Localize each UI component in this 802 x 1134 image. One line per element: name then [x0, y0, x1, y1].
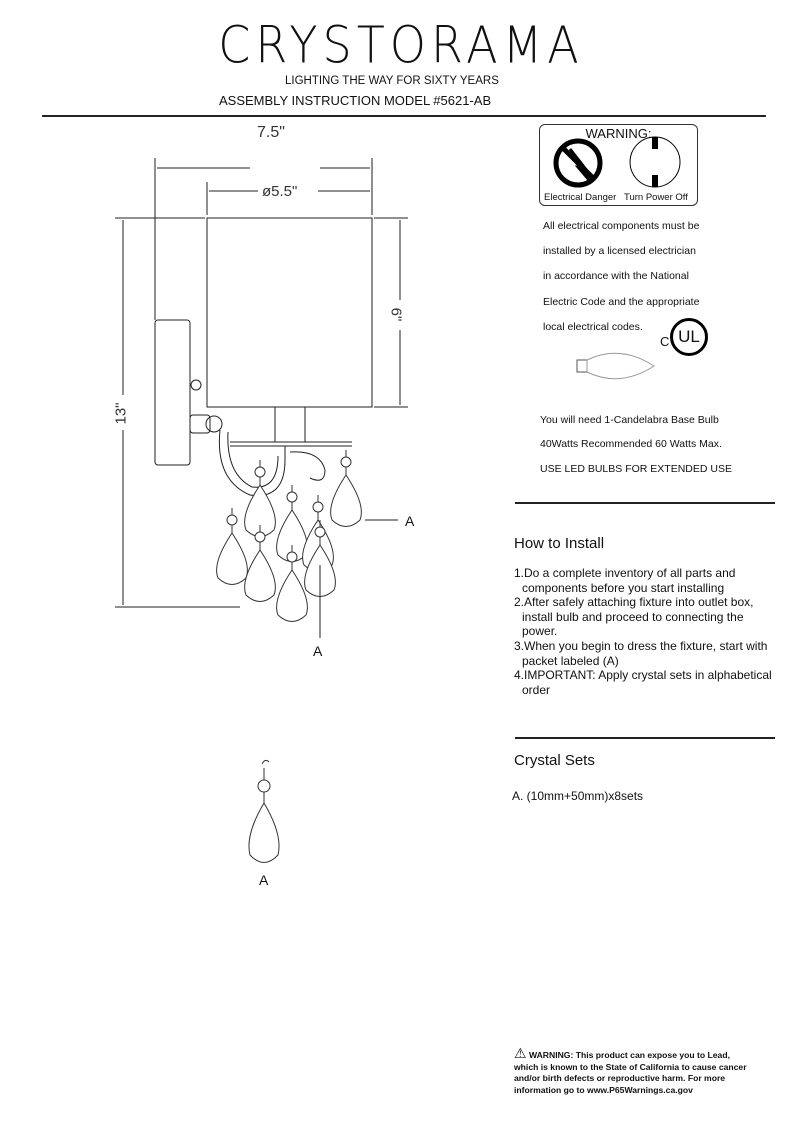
step-line: 2.After safely attaching fixture into ou… — [514, 595, 754, 610]
tagline: LIGHTING THE WAY FOR SIXTY YEARS — [285, 75, 499, 87]
electrical-danger-icon — [553, 136, 681, 188]
prop65-warning: ⚠ WARNING: This product can expose you t… — [514, 1045, 754, 1096]
step-line: install bulb and proceed to connecting t… — [522, 609, 744, 624]
dimension-shade-height: 6" — [387, 307, 405, 322]
how-to-install-heading: How to Install — [514, 535, 605, 552]
crystal-bead — [226, 514, 238, 526]
crystal-label-detail: A — [259, 872, 269, 888]
bulb-note-line: USE LED BULBS FOR EXTENDED USE — [540, 463, 732, 475]
electrical-note-line: Electric Code and the appropriate — [543, 296, 700, 308]
crystal-bead — [286, 491, 298, 503]
dimension-shade-diameter: ø5.5" — [262, 183, 298, 200]
warning-title: WARNING: — [585, 126, 652, 141]
crystal-sets-heading: Crystal Sets — [514, 752, 595, 769]
crystal-bead — [312, 501, 324, 513]
electrical-danger-label: Electrical Danger — [544, 192, 617, 203]
section-divider — [515, 737, 775, 739]
crystal-drop — [304, 544, 336, 597]
step-line: 3.When you begin to dress the fixture, s… — [514, 638, 768, 653]
cul-listed-icon: UL — [670, 318, 708, 356]
step-line: packet labeled (A) — [522, 653, 619, 668]
prop65-text: WARNING: This product can expose you to … — [514, 1050, 747, 1095]
crystal-label-right: A — [405, 513, 415, 529]
install-steps: 1.Do a complete inventory of all parts a… — [514, 566, 784, 697]
crystal-drop — [244, 549, 276, 602]
step-line: power. — [522, 624, 558, 639]
bulb-note-line: You will need 1-Candelabra Base Bulb — [540, 414, 719, 426]
electrical-note-line: local electrical codes. — [543, 321, 643, 333]
crystal-bead — [340, 456, 352, 468]
crystal-set-item: A. (10mm+50mm)x8sets — [512, 789, 644, 803]
crystal-drop — [276, 509, 308, 562]
electrical-note-line: All electrical components must be — [543, 220, 700, 232]
crystal-bead — [254, 466, 266, 478]
brand-logo: CRYSTORAMA — [218, 15, 584, 75]
crystal-drop — [302, 519, 334, 572]
page-title: ASSEMBLY INSTRUCTION MODEL #5621-AB — [219, 93, 492, 108]
crystal-drop — [330, 474, 362, 527]
header-divider — [42, 115, 766, 117]
bulb-note-line: 40Watts Recommended 60 Watts Max. — [540, 438, 722, 450]
dimension-overall-height: 13" — [112, 402, 130, 425]
crystal-detail — [248, 759, 280, 863]
crystal-bead — [254, 531, 266, 543]
turn-power-off-label: Turn Power Off — [624, 192, 688, 203]
warning-box: WARNING: Electrical Danger Turn Power Of… — [539, 124, 698, 206]
crystal-drop — [216, 532, 248, 585]
crystal-drop — [276, 569, 308, 622]
step-line: 1.Do a complete inventory of all parts a… — [514, 566, 736, 580]
crystal-bead — [314, 526, 326, 538]
electrical-note-line: installed by a licensed electrician — [543, 245, 696, 257]
cul-prefix: C — [660, 334, 670, 349]
section-divider — [515, 502, 775, 504]
warning-triangle-icon: ⚠ — [514, 1045, 527, 1061]
step-line: order — [522, 682, 551, 697]
step-line: 4.IMPORTANT: Apply crystal sets in alpha… — [514, 668, 772, 683]
crystal-drop — [244, 484, 276, 537]
step-line: components before you start installing — [522, 580, 725, 595]
electrical-note-line: in accordance with the National — [543, 270, 689, 282]
crystal-label-bottom: A — [313, 643, 323, 659]
dimension-overall-width: 7.5" — [257, 124, 285, 141]
crystal-bead — [286, 551, 298, 563]
